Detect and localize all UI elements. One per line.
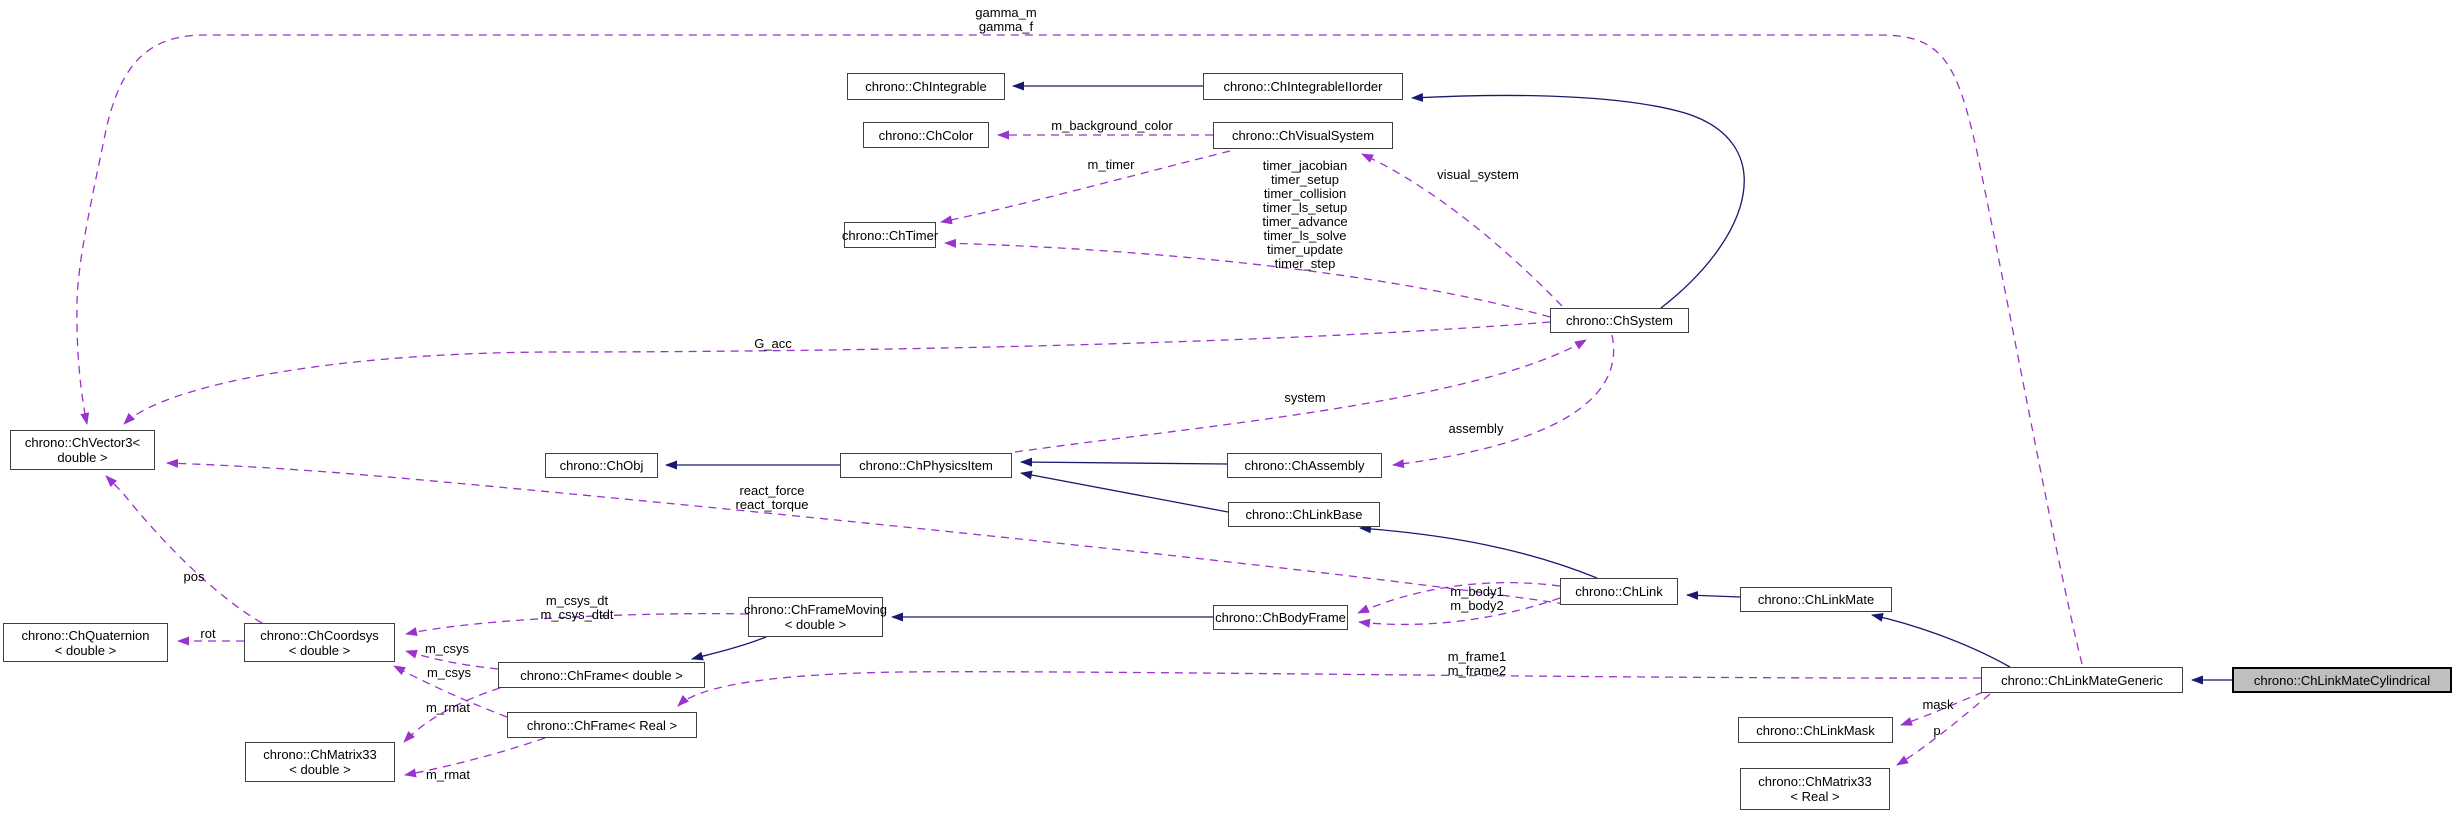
node-chassembly[interactable]: chrono::ChAssembly xyxy=(1227,453,1382,478)
edge-pos xyxy=(105,475,263,624)
node-chbodyframe[interactable]: chrono::ChBodyFrame xyxy=(1213,605,1348,630)
node-chtimer[interactable]: chrono::ChTimer xyxy=(842,222,938,248)
label-m-rmat-upper: m_rmat xyxy=(425,700,471,715)
node-chvector3[interactable]: chrono::ChVector3<double > xyxy=(10,430,155,470)
label-m-timer: m_timer xyxy=(1087,157,1135,172)
node-chvisualsystem[interactable]: chrono::ChVisualSystem xyxy=(1213,122,1393,149)
node-chintegrableiiorder[interactable]: chrono::ChIntegrableIIorder xyxy=(1203,73,1403,100)
node-chframe-double[interactable]: chrono::ChFrame< double > xyxy=(498,662,705,688)
edge-timers xyxy=(944,238,1551,318)
edge-p xyxy=(1896,693,1991,766)
edge-g-acc xyxy=(123,321,1551,425)
label-timers: timer_jacobian timer_setup timer_collisi… xyxy=(1262,158,1348,271)
label-p: p xyxy=(1933,723,1941,738)
edge-m-csys-dt xyxy=(405,612,749,637)
edge-m-rmat-double xyxy=(403,687,501,743)
edge-assembly-physicsitem xyxy=(1020,457,1228,467)
label-m-rmat-lower: m_rmat xyxy=(425,767,471,782)
label-gamma: gamma_m gamma_f xyxy=(975,5,1037,34)
node-chmatrix33-double[interactable]: chrono::ChMatrix33< double > xyxy=(245,742,395,782)
edge-linkbase-physicsitem xyxy=(1020,470,1229,513)
label-m-background-color: m_background_color xyxy=(1051,118,1173,133)
label-m-csys-lower: m_csys xyxy=(426,665,472,680)
label-assembly: assembly xyxy=(1448,421,1504,436)
label-m-body: m_body1 m_body2 xyxy=(1450,584,1504,613)
label-m-frame: m_frame1 m_frame2 xyxy=(1447,649,1507,678)
node-chphysicsitem[interactable]: chrono::ChPhysicsItem xyxy=(840,453,1012,478)
edge-link-linkbase xyxy=(1359,524,1598,579)
label-pos: pos xyxy=(183,569,205,584)
edge-m-csys-real xyxy=(393,665,508,718)
edge-react xyxy=(166,458,1566,605)
edge-system-iiorder xyxy=(1411,92,1745,309)
edge-visual-system xyxy=(1361,153,1563,307)
node-chlink[interactable]: chrono::ChLink xyxy=(1560,578,1678,605)
edge-m-rmat-real xyxy=(404,737,546,778)
node-chquaternion[interactable]: chrono::ChQuaternion< double > xyxy=(3,623,168,662)
node-chintegrable[interactable]: chrono::ChIntegrable xyxy=(847,73,1005,100)
node-chlinkmategeneric[interactable]: chrono::ChLinkMateGeneric xyxy=(1981,667,2183,693)
edge-gamma xyxy=(76,34,2083,665)
label-rot: rot xyxy=(200,626,216,641)
node-chlinkmask[interactable]: chrono::ChLinkMask xyxy=(1738,717,1893,743)
edge-m-timer xyxy=(940,150,1231,225)
node-chlinkbase[interactable]: chrono::ChLinkBase xyxy=(1228,502,1380,527)
node-chsystem[interactable]: chrono::ChSystem xyxy=(1550,308,1689,333)
node-chframe-real[interactable]: chrono::ChFrame< Real > xyxy=(507,712,697,738)
edge-m-body-2 xyxy=(1358,597,1561,628)
label-g-acc: G_acc xyxy=(754,336,792,351)
edge-framemoving-framedouble xyxy=(691,636,767,661)
edge-system-member xyxy=(1014,339,1587,453)
edge-m-csys-double xyxy=(405,649,499,670)
node-chcoordsys[interactable]: chrono::ChCoordsys< double > xyxy=(244,623,395,662)
label-m-csys-dt: m_csys_dt m_csys_dtdt xyxy=(540,593,614,622)
node-chframemoving[interactable]: chrono::ChFrameMoving< double > xyxy=(744,597,887,637)
edge-m-body-1 xyxy=(1357,581,1561,614)
label-react: react_force react_torque xyxy=(735,483,809,512)
edge-linkmate-link xyxy=(1686,590,1741,600)
label-mask: mask xyxy=(1922,697,1954,712)
label-system: system xyxy=(1284,390,1326,405)
edge-assembly-member xyxy=(1392,334,1615,469)
node-chmatrix33-real[interactable]: chrono::ChMatrix33< Real > xyxy=(1740,768,1890,810)
node-chcolor[interactable]: chrono::ChColor xyxy=(863,122,989,148)
edge-lmgeneric-linkmate xyxy=(1871,612,2011,668)
node-chlinkmatecylindrical: chrono::ChLinkMateCylindrical xyxy=(2232,667,2452,693)
edge-mask xyxy=(1900,691,1984,726)
node-chobj[interactable]: chrono::ChObj xyxy=(545,453,658,478)
edge-m-frame xyxy=(677,671,1982,707)
label-visual-system: visual_system xyxy=(1437,167,1519,182)
node-chlinkmate[interactable]: chrono::ChLinkMate xyxy=(1740,587,1892,612)
label-m-csys-upper: m_csys xyxy=(424,641,470,656)
